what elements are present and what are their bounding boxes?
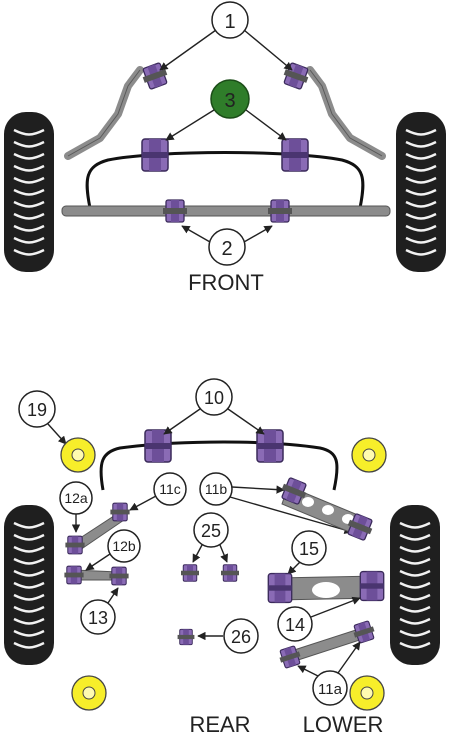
callout-14-circle xyxy=(277,606,313,642)
callout-2-arrow-right xyxy=(243,225,273,243)
front-anti-roll-bar-bush-right xyxy=(281,138,309,172)
callout-10-label: 10 xyxy=(204,388,224,408)
callout-3-label: 3 xyxy=(224,90,235,112)
callout-13-arrow xyxy=(107,587,119,604)
callout-13-circle xyxy=(80,599,116,635)
front-drop-link-bush-right xyxy=(280,60,312,92)
callout-2-arrow-left xyxy=(181,225,211,243)
callout-2-circle xyxy=(208,228,246,266)
front-left-tire xyxy=(2,110,56,274)
front-subframe xyxy=(85,151,365,209)
callout-3-arrow-right xyxy=(245,109,287,141)
callout-1-circle xyxy=(211,1,249,39)
bush-12b xyxy=(63,565,85,585)
callout-11b-arrow-upper xyxy=(231,485,285,494)
callout-11c-label: 11c xyxy=(159,481,181,497)
callout-19-circle xyxy=(18,390,56,428)
callout-3-arrow-left xyxy=(165,109,215,141)
callout-11a-label: 11a xyxy=(318,681,343,698)
callout-1-label: 1 xyxy=(224,11,235,33)
yellow-mount-top-left xyxy=(60,437,96,473)
callout-1-arrow-left xyxy=(159,29,217,71)
callout-15-label: 15 xyxy=(299,539,319,559)
yellow-mount-top-right xyxy=(351,437,387,473)
bush-14 xyxy=(359,570,385,602)
callout-12b-label: 12b xyxy=(112,538,136,554)
callout-25-arrow-left xyxy=(192,544,203,563)
yellow-mount-bottom-right xyxy=(349,675,385,711)
callout-25-circle xyxy=(193,512,229,548)
callout-14-label: 14 xyxy=(285,615,305,635)
bush-12a xyxy=(64,535,86,555)
bush-26 xyxy=(177,628,195,646)
front-label: FRONT xyxy=(188,270,264,295)
callout-11b-arrow-lower xyxy=(229,496,353,534)
callout-25-arrow-right xyxy=(219,544,229,563)
front-crossmember xyxy=(61,205,391,217)
rear-subframe-bush-right xyxy=(256,429,284,463)
rear-section: 10 19 12a xyxy=(2,378,442,737)
callout-26-circle xyxy=(223,618,259,654)
rear-subframe-bush-left xyxy=(144,429,172,463)
callout-19-label: 19 xyxy=(27,400,47,420)
callout-11a-circle xyxy=(312,670,348,706)
callout-25-label: 25 xyxy=(201,521,221,541)
callout-26-label: 26 xyxy=(231,627,251,647)
callout-2-label: 2 xyxy=(221,238,232,260)
rear-right-tire xyxy=(388,503,442,667)
callout-14-arrow xyxy=(310,596,361,618)
callout-15-circle xyxy=(291,530,327,566)
callout-19-arrow xyxy=(47,423,67,445)
front-wishbone-bush-right xyxy=(267,199,293,223)
rear-label: REAR xyxy=(189,712,250,737)
callout-11c-arrow xyxy=(129,495,157,511)
callout-15-arrow xyxy=(287,561,301,575)
bush-11c xyxy=(109,502,131,522)
rear-left-tire xyxy=(2,503,56,667)
callout-13-label: 13 xyxy=(88,608,108,628)
callout-11b-circle xyxy=(199,472,233,506)
bush-25-left xyxy=(180,564,200,582)
front-section: 1 3 2 FRONT xyxy=(2,1,448,295)
callout-12b-circle xyxy=(107,529,141,563)
bush-15 xyxy=(267,572,293,604)
callout-11a-arrow-right xyxy=(337,641,361,674)
callout-11a-arrow-left xyxy=(297,665,319,677)
callout-3-circle xyxy=(210,79,250,119)
callout-10-circle xyxy=(195,378,233,416)
callout-10-arrow-left xyxy=(163,408,201,435)
callout-11c-circle xyxy=(153,472,187,506)
rear-subframe xyxy=(99,440,339,491)
callout-12a-label: 12a xyxy=(64,490,88,506)
front-anti-roll-bar-bush-left xyxy=(141,138,169,172)
callout-11b-label: 11b xyxy=(205,481,228,497)
yellow-mount-bottom-left xyxy=(71,675,107,711)
callout-1-arrow-right xyxy=(243,29,293,71)
front-wishbone-bush-left xyxy=(162,199,188,223)
front-right-tire xyxy=(394,110,448,274)
lower-label: LOWER xyxy=(303,712,384,737)
bush-25-right xyxy=(220,564,240,582)
bush-13 xyxy=(108,566,130,586)
callout-12b-arrow xyxy=(85,553,111,571)
callout-10-arrow-right xyxy=(227,408,265,435)
